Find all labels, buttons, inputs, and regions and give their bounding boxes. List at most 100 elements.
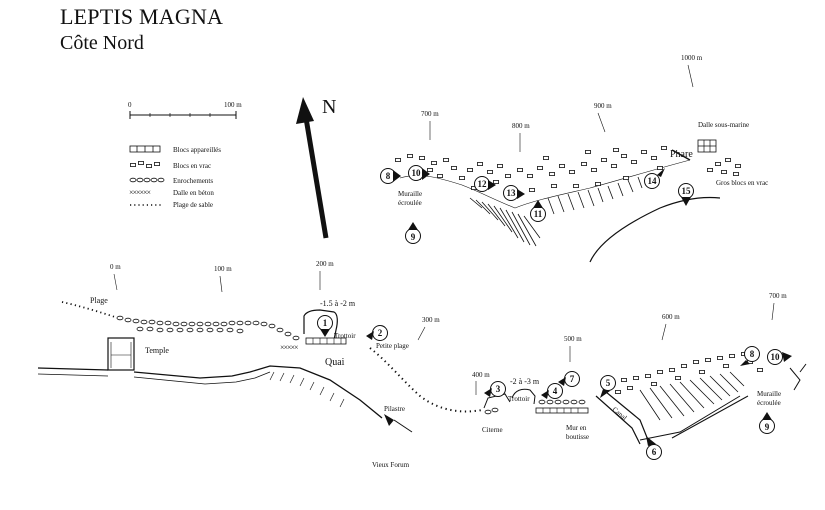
marker-9-north[interactable]: 9: [405, 222, 421, 244]
marker-6-south[interactable]: 6: [646, 436, 662, 460]
petite-plage-label: Petite plage: [376, 342, 409, 350]
map-subtitle: Côte Nord: [60, 32, 144, 54]
marker-4-south[interactable]: 4: [541, 383, 563, 400]
svg-text:14: 14: [648, 176, 658, 186]
svg-text:8: 8: [750, 349, 755, 359]
sand-beach-line: [61, 301, 119, 319]
svg-text:9: 9: [765, 422, 770, 432]
distance-tick-700: 700 m: [421, 110, 439, 140]
trottoir-label-2: Trottoir: [508, 395, 530, 403]
distance-tick-500: 500 m: [564, 335, 582, 362]
north-coast-section: 700 m 800 m 900 m 1000 m: [380, 54, 768, 263]
svg-text:4: 4: [553, 386, 558, 396]
svg-text:15: 15: [682, 186, 692, 196]
svg-text:11: 11: [534, 209, 543, 219]
marker-14-north[interactable]: 14: [644, 168, 666, 189]
north-shore-curve: [589, 196, 721, 263]
marker-10-south[interactable]: 10: [767, 349, 793, 365]
svg-text:10: 10: [412, 168, 422, 178]
distance-tick-1000: 1000 m: [681, 54, 703, 88]
pilastre-icon: [384, 414, 394, 426]
quai-structure: [303, 309, 347, 345]
marker-8-south[interactable]: 8: [740, 346, 760, 367]
marker-3-south[interactable]: 3: [484, 381, 506, 398]
distance-tick-0: 0 m: [110, 263, 121, 291]
legend-item-riprap: Enrochements: [129, 177, 213, 185]
shore-wall-line: [37, 365, 383, 419]
marker-9-south[interactable]: 9: [759, 412, 775, 434]
canal-structure: [595, 391, 649, 445]
legend-label-concrete-slab: Dalle en béton: [173, 189, 214, 197]
legend-label-sand-beach: Plage de sable: [173, 201, 213, 209]
legend-label-riprap: Enrochements: [173, 177, 213, 185]
legend-item-loose-blocks: Blocs en vrac: [130, 160, 211, 170]
legend: Blocs appareillés Blocs en vrac Enrochem…: [129, 145, 221, 209]
distance-tick-700: 700 m: [769, 292, 787, 321]
north-muraille-label-2: écroulée: [398, 199, 422, 207]
marker-7-south[interactable]: 7: [558, 371, 580, 387]
marker-10-north[interactable]: 10: [408, 165, 431, 181]
marker-11-north[interactable]: 11: [530, 200, 546, 222]
south-muraille-label-1: Muraille: [757, 390, 781, 398]
marker-13-north[interactable]: 13: [503, 185, 526, 201]
south-riprap-second-row: [136, 326, 244, 334]
svg-text:700 m: 700 m: [421, 110, 439, 118]
wall-hatching: [269, 371, 345, 408]
svg-text:0 m: 0 m: [110, 263, 121, 271]
shore-wall-line-2: [37, 371, 271, 385]
svg-text:5: 5: [606, 378, 611, 388]
marker-5-south[interactable]: 5: [600, 375, 616, 399]
legend-label-loose-blocks: Blocs en vrac: [173, 162, 211, 170]
pilastre-label: Pilastre: [384, 405, 405, 413]
svg-text:600 m: 600 m: [662, 313, 680, 321]
depth-label-1: -1.5 à -2 m: [320, 299, 356, 308]
phare-cut-blocks: [671, 139, 717, 161]
north-arrow-icon: N: [296, 96, 336, 239]
north-label: N: [322, 96, 336, 118]
marker-1-south[interactable]: 1: [317, 315, 333, 338]
svg-text:500 m: 500 m: [564, 335, 582, 343]
distance-tick-600: 600 m: [661, 313, 680, 341]
marker-12-north[interactable]: 12: [474, 176, 497, 192]
map-title: LEPTIS MAGNA: [60, 4, 224, 29]
distance-tick-200: 200 m: [316, 260, 334, 290]
concrete-slab-marks: ×××××: [280, 343, 298, 352]
distance-tick-400: 400 m: [472, 371, 490, 395]
gros-blocs-label: Gros blocs en vrac: [716, 179, 768, 187]
scale-bar: 0 100 m: [128, 101, 242, 119]
marker-2-south[interactable]: 2: [366, 325, 388, 341]
gros-blocs-cluster: [707, 157, 741, 177]
trottoir-label-1: Trottoir: [334, 332, 356, 340]
scale-end-label: 100 m: [224, 101, 242, 109]
svg-text:1000 m: 1000 m: [681, 54, 703, 62]
svg-text:1: 1: [323, 318, 328, 328]
north-hatched-slope: [469, 176, 643, 247]
petite-plage-line: [369, 347, 483, 413]
east-wall: [789, 363, 807, 391]
legend-label-cut-blocks: Blocs appareillés: [173, 146, 221, 154]
svg-text:700 m: 700 m: [769, 292, 787, 300]
svg-text:8: 8: [386, 171, 391, 181]
south-breakwater: [639, 395, 749, 441]
south-loose-blocks: [609, 351, 763, 395]
svg-text:900 m: 900 m: [594, 102, 612, 110]
depth-label-2: -2 à -3 m: [510, 377, 540, 386]
svg-text:7: 7: [570, 374, 575, 384]
marker-15-north[interactable]: 15: [678, 183, 694, 207]
distance-tick-800: 800 m: [512, 122, 530, 152]
svg-text:13: 13: [507, 188, 517, 198]
concrete-slab-icon: ××××××: [129, 188, 151, 197]
phare-label: Phare: [670, 149, 693, 160]
citerne-label: Citerne: [482, 426, 503, 434]
riprap-icon: [129, 177, 165, 183]
north-loose-blocks: [395, 145, 667, 193]
legend-item-cut-blocks: Blocs appareillés: [129, 145, 221, 154]
scale-start-label: 0: [128, 101, 132, 109]
temple-building: [107, 337, 135, 371]
svg-text:10: 10: [771, 352, 781, 362]
marker-8-north[interactable]: 8: [380, 168, 402, 184]
loose-blocks-icon: [130, 160, 160, 169]
mur-label-2: boutisse: [566, 433, 589, 441]
north-muraille-label-1: Muraille: [398, 190, 422, 198]
